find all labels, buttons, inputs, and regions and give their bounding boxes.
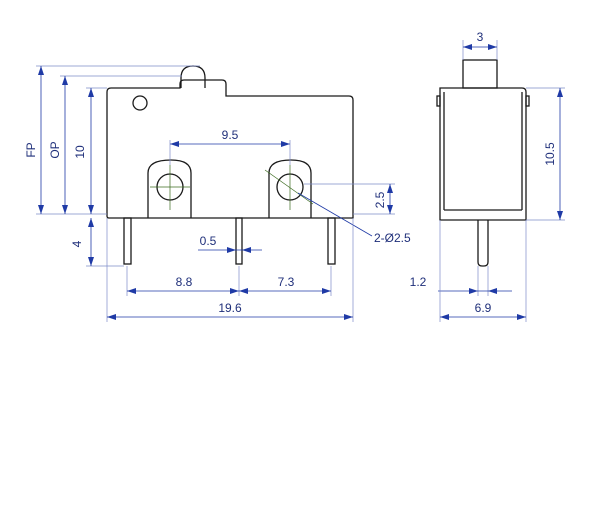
pin-width-label: 0.5 <box>200 234 217 248</box>
arrowhead <box>557 211 563 220</box>
arrowhead <box>344 314 353 320</box>
right-hole-centerline-h <box>264 169 314 205</box>
side-mark-right <box>525 95 530 107</box>
height-label: 10 <box>73 145 87 159</box>
arrowhead <box>107 314 116 320</box>
hole-callout-leader <box>297 192 373 237</box>
side-actuator <box>462 59 498 89</box>
pin-pitch-right-label: 7.3 <box>278 275 295 289</box>
arrowhead <box>88 257 94 266</box>
middle-pin <box>235 217 243 265</box>
left-pin <box>123 217 132 265</box>
arrowhead <box>38 66 44 75</box>
front-view: FP OP 10 4 9.5 2.5 2-Ø2.5 0.5 8.8 7.3 19… <box>24 65 411 322</box>
left-mounting-boss <box>147 159 192 218</box>
arrowhead <box>463 44 472 50</box>
small-hole <box>132 95 148 111</box>
arrowhead <box>88 205 94 214</box>
actuator-width-label: 3 <box>477 30 484 44</box>
arrowhead <box>387 205 393 214</box>
arrowhead <box>387 184 393 193</box>
pin-pitch-left-label: 8.8 <box>176 275 193 289</box>
arrowhead <box>127 288 136 294</box>
arrowhead <box>517 314 526 320</box>
hole-spacing-label: 9.5 <box>222 128 239 142</box>
arrowhead <box>488 44 497 50</box>
side-pin <box>477 220 489 267</box>
right-mounting-boss <box>268 159 312 218</box>
side-view: 3 10.5 1.2 6.9 <box>410 30 565 322</box>
arrowhead <box>239 288 248 294</box>
op-label: OP <box>48 141 62 158</box>
hole-offset-label: 2.5 <box>373 191 387 208</box>
arrowhead <box>322 288 331 294</box>
arrowhead <box>88 88 94 97</box>
arrowhead <box>62 205 68 214</box>
actuator-button <box>180 65 206 88</box>
pin-thickness-label: 1.2 <box>410 275 427 289</box>
arrowhead <box>440 314 449 320</box>
switch-body-outline <box>106 79 354 219</box>
arrowhead <box>227 247 236 253</box>
fp-label: FP <box>24 142 38 157</box>
arrowhead <box>488 288 497 294</box>
arrowhead <box>242 247 251 253</box>
arrowhead <box>170 141 179 147</box>
arrowhead <box>230 288 239 294</box>
side-body-outline <box>439 87 527 221</box>
right-pin <box>327 217 336 265</box>
hole-callout-label: 2-Ø2.5 <box>374 231 411 245</box>
pin-length-label: 4 <box>70 240 84 247</box>
arrowhead <box>469 288 478 294</box>
side-mark-left <box>436 95 441 107</box>
overall-width-label: 19.6 <box>218 301 242 315</box>
arrowhead <box>557 88 563 97</box>
arrowhead <box>62 76 68 85</box>
arrowhead <box>38 205 44 214</box>
side-height-label: 10.5 <box>543 142 557 166</box>
arrowhead <box>281 141 290 147</box>
overall-depth-label: 6.9 <box>475 301 492 315</box>
arrowhead <box>88 218 94 227</box>
